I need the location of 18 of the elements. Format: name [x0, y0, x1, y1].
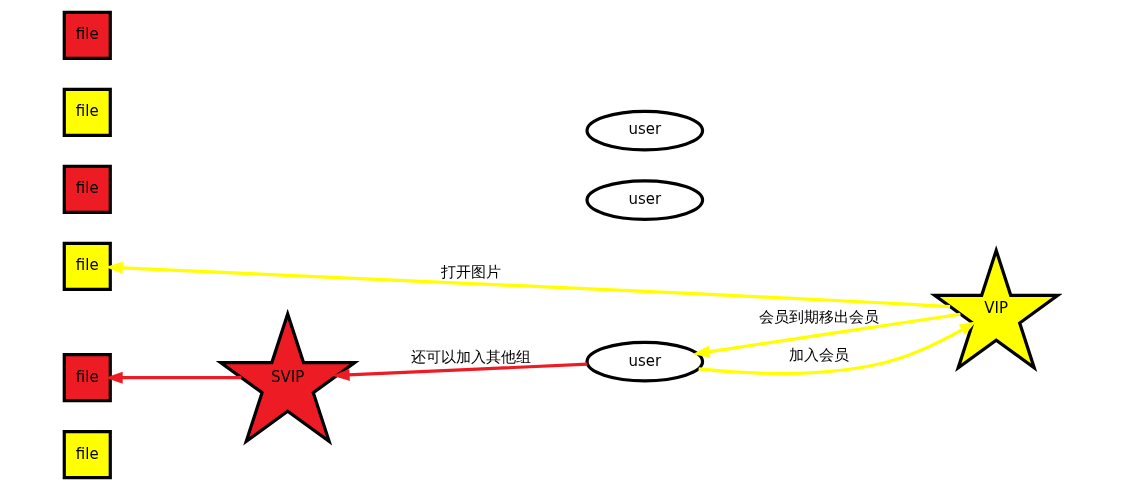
arrow — [698, 321, 977, 375]
arrow — [331, 362, 588, 381]
edge-label: 会员到期移出会员 — [758, 308, 879, 327]
node-ellipse: user — [584, 179, 704, 221]
edge-label: 加入会员 — [788, 345, 849, 364]
node-box: file — [62, 87, 112, 137]
arrow — [105, 261, 950, 309]
node-box: file — [62, 164, 112, 214]
node-box: file — [62, 353, 112, 403]
node-box: file — [62, 241, 112, 291]
node-ellipse: user — [584, 109, 704, 152]
arrow — [105, 371, 241, 384]
node-ellipse: user — [584, 340, 704, 383]
node-box: file — [62, 430, 112, 480]
arrow — [692, 312, 961, 358]
node-box: file — [62, 10, 112, 60]
edge-label: 打开图片 — [440, 263, 501, 282]
edge-label: 还可以加入其他组 — [410, 347, 531, 366]
